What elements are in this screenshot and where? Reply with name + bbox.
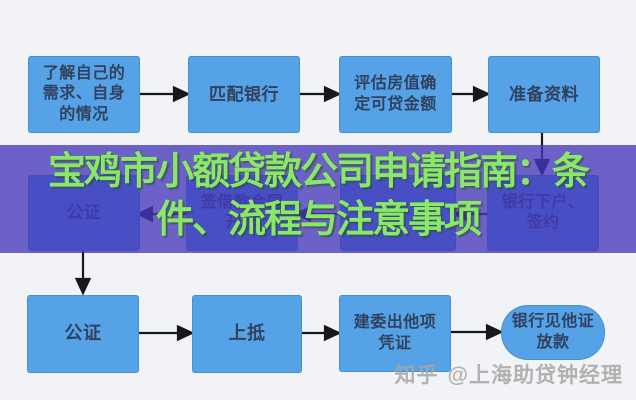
arrow-right-icon [298,85,342,103]
flow-step-label: 凭证 [378,334,412,352]
flow-step-label: 银行见他证 [511,313,595,331]
page-title-line-2: 件、流程与注意事项 [155,199,482,241]
flow-step-label: 评估房值确 [354,75,437,93]
flow-step-label: 定可贷金额 [354,95,437,113]
flow-step-label: 的情况 [59,105,109,123]
page-title-line-1: 宝鸡市小额贷款公司申请指南：条 [47,151,590,193]
page-title: 宝鸡市小额贷款公司申请指南：条 件、流程与注意事项 [0,148,636,244]
flow-step-certificate-issued: 建委出他项 凭证 [339,295,451,372]
flow-step-label: 匹配银行 [209,84,279,104]
flow-step-prepare-documents: 准备资料 [488,56,600,133]
arrow-right-icon [137,324,195,342]
flow-step-label: 放款 [536,333,570,351]
flow-step-match-bank: 匹配银行 [188,56,300,133]
flow-step-bank-disburses-loan: 银行见他证 放款 [501,305,605,360]
arrow-right-icon [300,324,342,342]
flow-step-label: 准备资料 [509,84,579,104]
flow-step-label: 了解自己的 [42,64,126,82]
arrow-right-icon [138,85,191,103]
flow-step-label: 公证 [64,323,102,344]
flow-step-notarize-bottom: 公证 [27,295,139,373]
flow-step-appraise-property: 评估房值确 定可贷金额 [339,56,452,133]
zhihu-logo-text: 知乎 [394,364,439,387]
flow-step-label: 上抵 [228,323,266,344]
flow-step-register-mortgage: 上抵 [192,295,302,373]
watermark-handle: @上海助贷钟经理 [447,364,623,387]
arrow-down-icon [74,249,92,296]
arrow-right-icon [449,323,504,341]
headline-overlay-band [0,145,636,253]
flow-step-label: 需求、自身 [42,85,126,103]
flow-step-label: 建委出他项 [353,314,437,332]
arrow-right-icon [450,85,491,103]
flow-step-know-your-needs: 了解自己的 需求、自身 的情况 [28,56,140,133]
zhihu-watermark: 知乎 @上海助贷钟经理 [395,359,623,389]
